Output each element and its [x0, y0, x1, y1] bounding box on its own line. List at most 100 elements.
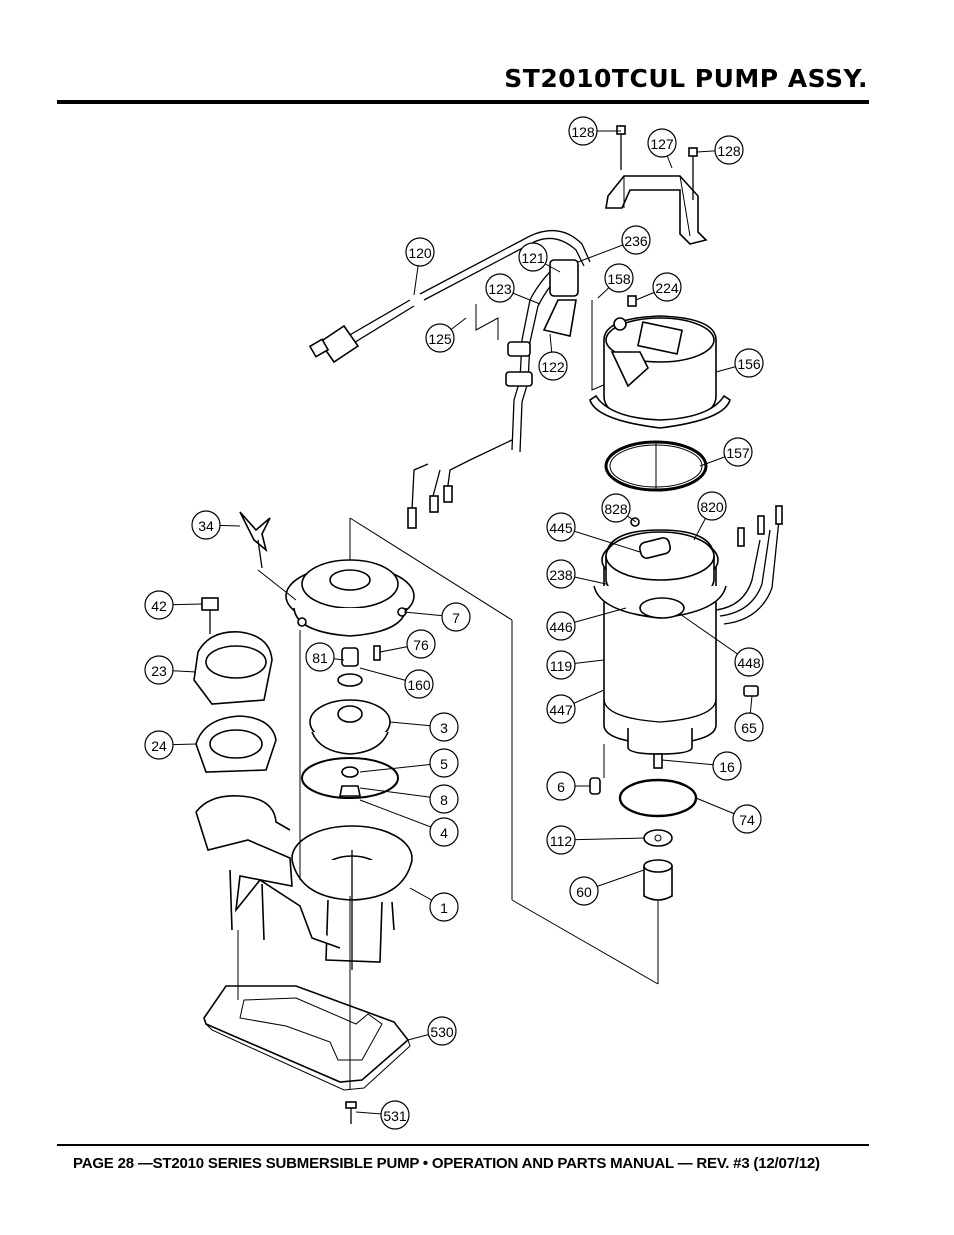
callout-128: 128 [568, 116, 621, 146]
callout-81: 81 [305, 642, 345, 672]
callout-16: 16 [661, 751, 742, 781]
callout-number: 123 [488, 281, 512, 297]
callout-number: 236 [624, 233, 648, 249]
callout-circle [429, 784, 459, 814]
callout-number: 127 [650, 136, 674, 152]
callout-number: 65 [741, 720, 757, 736]
callout-820: 820 [693, 491, 727, 541]
callout-circle [647, 128, 677, 158]
callout-circle [732, 804, 762, 834]
callout-number: 3 [440, 720, 448, 736]
callout-number: 120 [408, 245, 432, 261]
callout-127: 127 [647, 128, 677, 169]
callout-circle [429, 892, 459, 922]
callout-74: 74 [695, 797, 762, 834]
callout-circle [441, 602, 471, 632]
callout-number: 531 [383, 1108, 407, 1124]
callout-number: 81 [312, 650, 328, 666]
callout-34: 34 [191, 510, 241, 540]
callout-circle [546, 650, 576, 680]
callout-circle [538, 351, 568, 381]
bolt-531 [345, 1101, 357, 1124]
callout-circle [546, 771, 576, 801]
callout-4: 4 [359, 799, 459, 847]
discharge-flange-parts [193, 597, 277, 773]
callout-number: 157 [726, 445, 750, 461]
callout-number: 23 [151, 663, 167, 679]
motor-top-cover [589, 295, 731, 429]
callout-circle [406, 629, 436, 659]
callout-number: 530 [430, 1024, 454, 1040]
callout-circle [380, 1100, 410, 1130]
callout-number: 6 [557, 779, 565, 795]
callout-125: 125 [425, 317, 467, 353]
callout-3: 3 [389, 712, 459, 742]
callout-number: 1 [440, 900, 448, 916]
callout-number: 60 [576, 884, 592, 900]
callout-122: 122 [538, 333, 568, 381]
page-footer: PAGE 28 —ST2010 SERIES SUBMERSIBLE PUMP … [73, 1155, 820, 1172]
callout-circle [604, 263, 634, 293]
callout-447: 447 [546, 689, 605, 724]
callout-number: 8 [440, 792, 448, 808]
callout-123: 123 [485, 273, 541, 305]
callout-circle [546, 559, 576, 589]
callout-828: 828 [601, 493, 637, 523]
callout-121: 121 [518, 242, 561, 273]
callout-448: 448 [679, 613, 764, 677]
impeller-parts [301, 645, 399, 799]
callout-5: 5 [359, 748, 459, 778]
callout-circle [723, 437, 753, 467]
header-rule [57, 100, 869, 104]
callout-number: 125 [428, 331, 452, 347]
callout-112: 112 [546, 825, 645, 855]
callout-224: 224 [635, 272, 682, 302]
callout-number: 156 [737, 356, 761, 372]
callout-number: 7 [452, 610, 460, 626]
callout-65: 65 [734, 695, 764, 742]
callout-circle [714, 135, 744, 165]
callout-236: 236 [577, 225, 651, 263]
callout-7: 7 [403, 602, 471, 632]
callout-number: 24 [151, 738, 167, 754]
callout-8: 8 [359, 784, 459, 814]
callout-circle [429, 712, 459, 742]
callout-circle [429, 817, 459, 847]
callout-119: 119 [546, 650, 605, 680]
callout-circle [404, 669, 434, 699]
callout-128: 128 [696, 135, 744, 165]
callout-number: 16 [719, 759, 735, 775]
lower-seal-parts [589, 685, 759, 901]
callout-number: 447 [549, 702, 573, 718]
callout-238: 238 [546, 559, 607, 589]
callout-157: 157 [699, 437, 753, 467]
callout-60: 60 [569, 869, 645, 906]
callout-circle [405, 237, 435, 267]
callout-23: 23 [144, 655, 197, 685]
callout-number: 76 [413, 637, 429, 653]
callout-530: 530 [407, 1016, 457, 1046]
callout-160: 160 [359, 667, 434, 699]
callout-number: 445 [549, 520, 573, 536]
callout-circle [546, 825, 576, 855]
cable-clamp [542, 259, 579, 337]
callout-number: 34 [198, 518, 214, 534]
page-title: ST2010TCUL PUMP ASSY. [504, 64, 868, 93]
callout-circle [546, 694, 576, 724]
callout-circle [734, 348, 764, 378]
motor-body [593, 505, 783, 755]
callout-circle [144, 590, 174, 620]
callout-446: 446 [546, 607, 627, 641]
callout-circle [712, 751, 742, 781]
volute-casing-1 [195, 795, 413, 970]
upper-casing-7 [285, 559, 415, 637]
callout-42: 42 [144, 590, 203, 620]
callout-number: 446 [549, 619, 573, 635]
callout-circle [697, 491, 727, 521]
callout-number: 238 [549, 567, 573, 583]
leader-lines [237, 442, 659, 1090]
footer-rule [57, 1144, 869, 1146]
callout-number: 448 [737, 655, 761, 671]
callout-number: 828 [604, 501, 628, 517]
